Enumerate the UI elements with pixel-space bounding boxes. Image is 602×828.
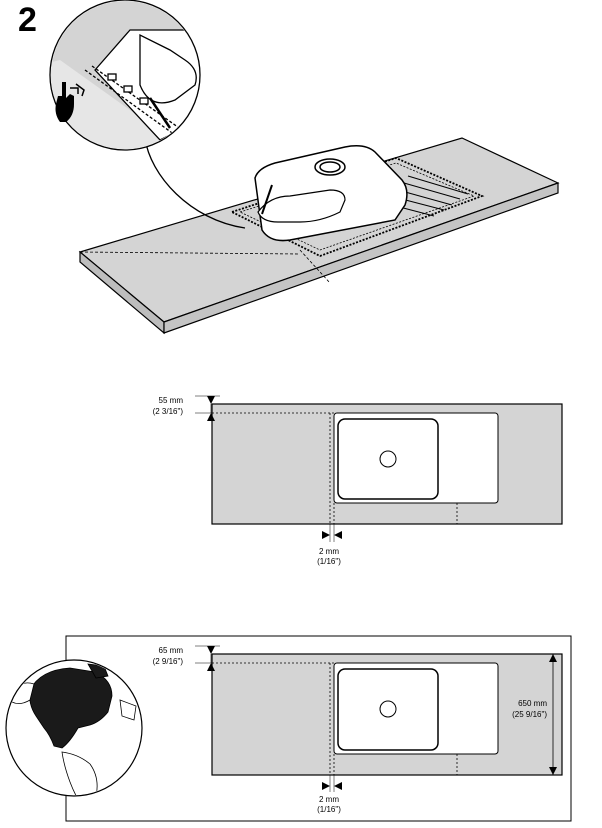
hand-with-pencil: [257, 184, 346, 223]
depth-inch: (25 9/16"): [512, 710, 547, 719]
drain-hole: [379, 700, 397, 718]
bottom-gap-mm: 2 mm: [319, 795, 339, 804]
top-offset-mm: 55 mm: [159, 396, 184, 405]
bottom-offset-mm: 65 mm: [159, 646, 184, 655]
top-gap-inch: (1/16"): [317, 557, 341, 566]
top-gap-mm: 2 mm: [319, 547, 339, 556]
top-offset-inch: (2 3/16"): [153, 407, 184, 416]
globe-north-america-icon: [5, 659, 143, 797]
bottom-gap-inch: (1/16"): [317, 805, 341, 814]
zoom-callout: [49, 0, 246, 229]
hand-pointer-icon: [55, 82, 85, 122]
diagram-bottom: 65 mm (2 9/16") 2 mm (1/16") 650 mm (25 …: [5, 635, 572, 822]
depth-mm: 650 mm: [518, 699, 547, 708]
diagram-top: 55 mm (2 3/16") 2 mm (1/16"): [153, 395, 563, 566]
bottom-offset-inch: (2 9/16"): [153, 657, 184, 666]
drain-hole: [379, 450, 397, 468]
step-number: 2: [18, 1, 37, 39]
